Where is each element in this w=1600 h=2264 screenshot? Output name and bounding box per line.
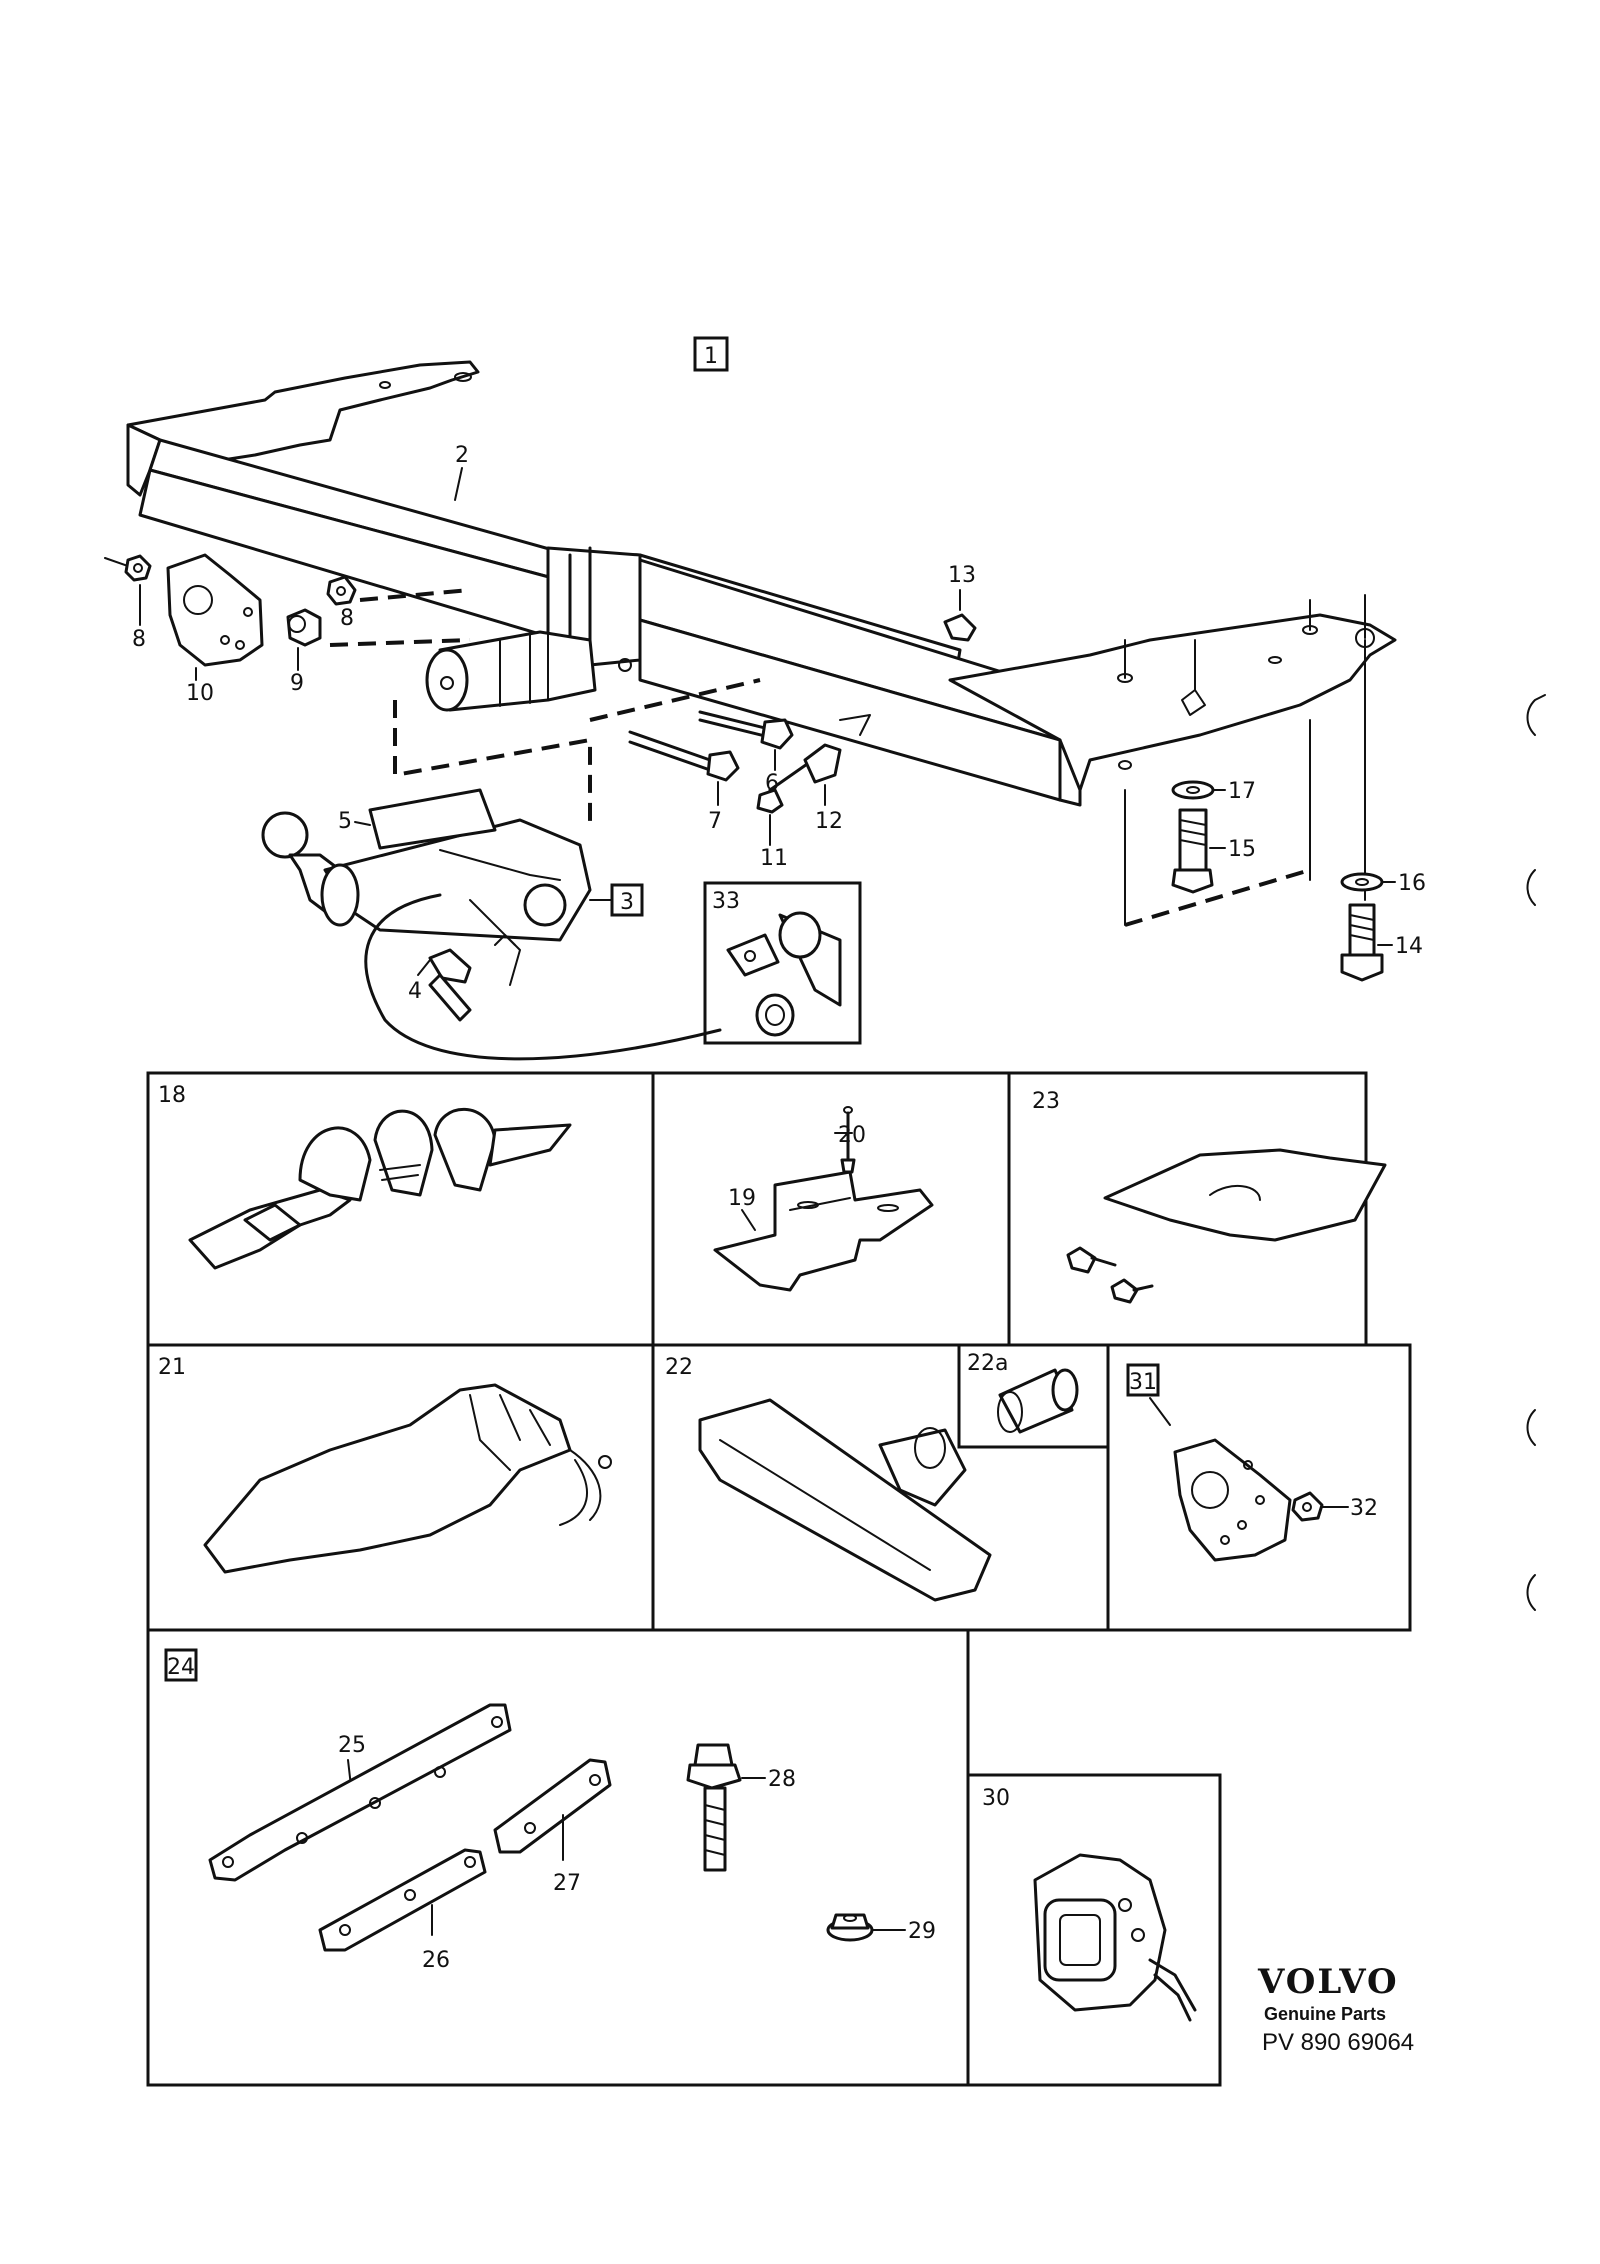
part-9-spacer: 9 bbox=[286, 608, 322, 696]
part-32-nut: 32 bbox=[1291, 1491, 1378, 1522]
part-8-nut-right: 8 bbox=[326, 575, 357, 631]
label-12: 12 bbox=[815, 809, 843, 834]
part-3-towball-arm bbox=[261, 811, 592, 1022]
tow-stem bbox=[425, 630, 632, 712]
label-2: 2 bbox=[455, 443, 469, 468]
part-15-bolt: 15 bbox=[1171, 808, 1256, 894]
dashed-guide-bolts bbox=[589, 678, 761, 722]
label-33: 33 bbox=[712, 889, 740, 914]
brand-tagline: Genuine Parts bbox=[1264, 2004, 1386, 2024]
dashed-guide-ball bbox=[393, 700, 592, 830]
part-number-code: PV 890 69064 bbox=[1262, 2029, 1414, 2056]
label-16: 16 bbox=[1398, 871, 1426, 896]
part-31-bracket bbox=[1173, 1438, 1292, 1562]
part-12-sleeve: 12 bbox=[803, 743, 843, 834]
panel-30 bbox=[966, 1773, 1222, 2087]
label-8b: 8 bbox=[340, 606, 354, 631]
part-5-cover: 5 bbox=[338, 788, 497, 850]
label-10: 10 bbox=[186, 681, 214, 706]
part-13-clip: 13 bbox=[943, 563, 977, 642]
part-26-strip: 26 bbox=[318, 1848, 487, 1973]
part-21-bag bbox=[203, 1383, 612, 1574]
detail-33-box: 33 bbox=[703, 881, 862, 1045]
part-18-strap bbox=[188, 1107, 572, 1270]
panel-31 bbox=[1106, 1343, 1412, 1632]
part-6-bolt: 6 bbox=[698, 710, 794, 796]
part-25-strip bbox=[208, 1703, 512, 1882]
label-15: 15 bbox=[1228, 837, 1256, 862]
label-32: 32 bbox=[1350, 1496, 1378, 1521]
part-12-stud bbox=[839, 714, 871, 736]
label-14: 14 bbox=[1395, 934, 1423, 959]
label-20: 20 bbox=[838, 1123, 866, 1148]
label-3: 3 bbox=[620, 890, 634, 915]
label-31: 31 bbox=[1129, 1370, 1157, 1395]
label-4: 4 bbox=[408, 979, 422, 1004]
part-23-bag-kit bbox=[1066, 1148, 1387, 1304]
cable-loop bbox=[364, 893, 722, 1061]
part-20-pin bbox=[834, 1106, 856, 1174]
label-22a: 22a bbox=[967, 1351, 1008, 1376]
label-29: 29 bbox=[908, 1919, 936, 1944]
label-17: 17 bbox=[1228, 779, 1256, 804]
label-3-box: 3 bbox=[589, 883, 644, 917]
label-7: 7 bbox=[708, 809, 722, 834]
label-19: 19 bbox=[728, 1186, 756, 1211]
label-27: 27 bbox=[553, 1871, 581, 1896]
label-18: 18 bbox=[158, 1083, 186, 1108]
label-24-box: 24 bbox=[164, 1648, 198, 1682]
label-9: 9 bbox=[290, 671, 304, 696]
panel-22a bbox=[957, 1343, 1110, 1449]
dashed-guide-8 bbox=[359, 588, 471, 602]
part-16-washer: 16 bbox=[1340, 871, 1426, 896]
label-8a: 8 bbox=[132, 627, 146, 652]
brand-logo: VOLVO bbox=[1257, 1962, 1399, 2002]
label-30: 30 bbox=[982, 1786, 1010, 1811]
label-22: 22 bbox=[665, 1355, 693, 1380]
part-27-strip: 27 bbox=[493, 1758, 612, 1896]
label-13: 13 bbox=[948, 563, 976, 588]
label-28: 28 bbox=[768, 1767, 796, 1792]
part-8-nut-left: 8 bbox=[104, 554, 152, 652]
part-17-washer: 17 bbox=[1171, 779, 1256, 804]
part-7-bolt: 7 bbox=[628, 730, 740, 834]
label-11: 11 bbox=[760, 846, 788, 871]
part-28-bolt: 28 bbox=[686, 1743, 796, 1872]
label-5: 5 bbox=[338, 809, 352, 834]
part-10-socket-bracket: 10 bbox=[166, 553, 264, 706]
part-14-bolt: 14 bbox=[1340, 903, 1423, 982]
crossbar-beam bbox=[126, 360, 1397, 926]
label-26: 26 bbox=[422, 1948, 450, 1973]
label-31-box: 31 bbox=[1126, 1363, 1171, 1426]
part-29-nut: 29 bbox=[826, 1913, 936, 1944]
part-30-socket bbox=[1033, 1853, 1197, 2022]
label-23: 23 bbox=[1032, 1089, 1060, 1114]
label-25: 25 bbox=[338, 1733, 366, 1758]
group-label-box: 1 bbox=[693, 336, 729, 372]
margin-marks bbox=[1526, 694, 1546, 1611]
dashed-guide-right bbox=[1124, 868, 1311, 927]
label-21: 21 bbox=[158, 1355, 186, 1380]
part-22a-cap bbox=[997, 1368, 1079, 1434]
group-label: 1 bbox=[704, 344, 718, 369]
part-22-cover bbox=[698, 1398, 992, 1602]
brand-block: VOLVO Genuine Parts PV 890 69064 bbox=[1257, 1962, 1414, 2056]
label-24: 24 bbox=[167, 1655, 195, 1680]
part-19-plate bbox=[713, 1170, 934, 1292]
part-11-bolt: 11 bbox=[756, 760, 812, 871]
dashed-guide-9 bbox=[329, 638, 471, 647]
